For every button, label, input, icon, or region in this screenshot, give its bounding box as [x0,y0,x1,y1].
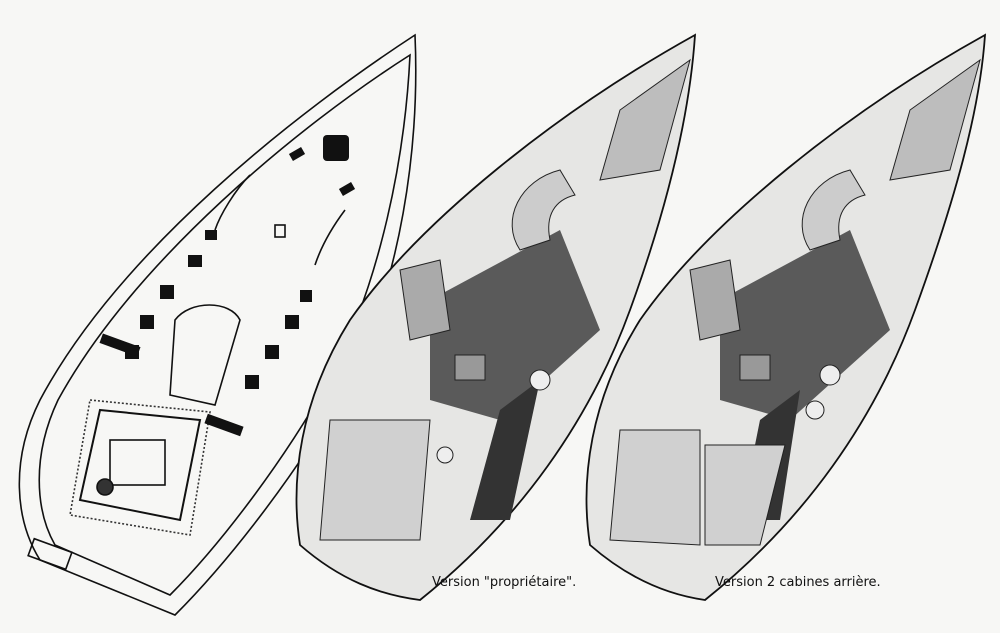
aft-cabin [319,419,431,541]
coachroof [169,304,241,406]
chart-table [739,354,771,381]
saloon-settee [801,169,866,251]
deck-skylight [214,174,251,231]
transom-step [27,537,73,571]
caption-two-aft-cabins: Version 2 cabines arrière. [715,575,881,590]
head-toilet [819,364,841,386]
deck-plan [18,33,417,616]
cockpit [78,408,202,522]
galley [399,259,451,341]
aft-cabin-port [609,429,701,546]
chart-table [454,354,486,381]
deck-skylight [314,209,346,266]
forward-cabin [889,58,981,181]
corridor [470,380,540,520]
anchor-hatch [274,224,286,238]
deck-hatches [99,135,356,437]
caption-owner-version: Version "propriétaire". [432,575,577,590]
head-toilet [805,400,825,420]
deck-inner-outline [38,53,411,596]
head-toilet [529,369,551,391]
cockpit-grating [69,399,211,536]
saloon-settee [511,169,576,251]
aft-cabin-starboard [704,444,786,546]
interior-plan-two-aft-cabins [585,33,987,601]
head-toilet [436,446,454,464]
helm-wheel [96,478,114,496]
cockpit-table [109,439,166,486]
forward-cabin [599,58,691,181]
galley [689,259,741,341]
interior-plan-owner [295,33,697,601]
